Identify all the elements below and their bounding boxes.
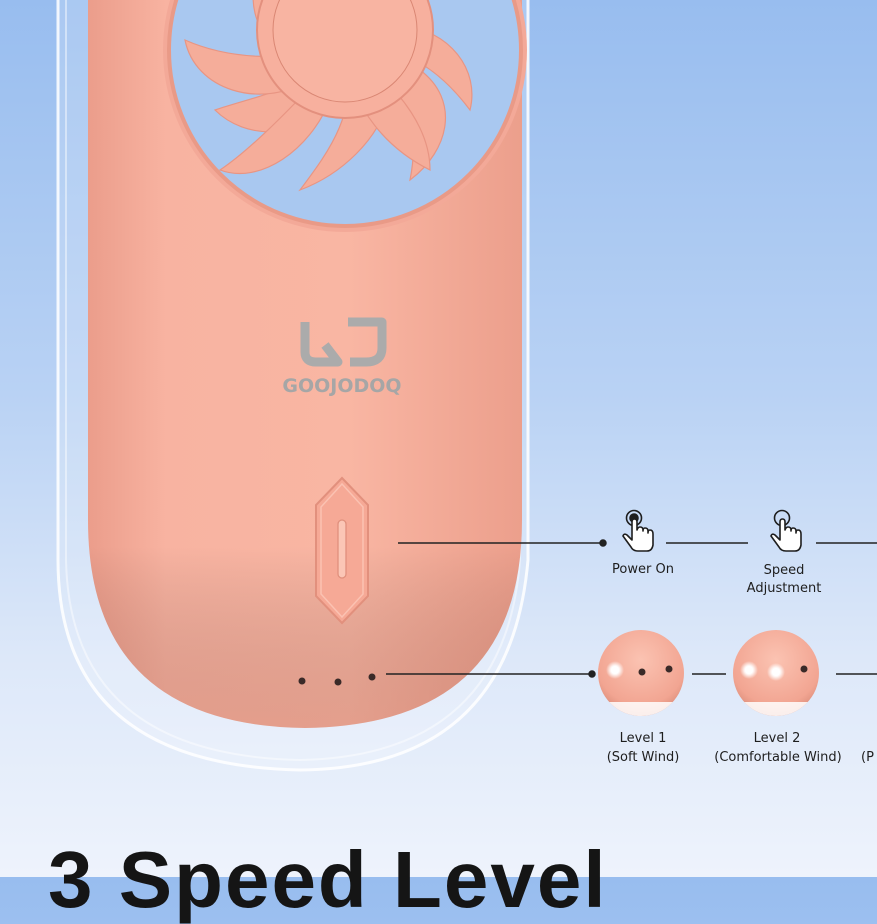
speed-adjustment-label-line2: Adjustment	[746, 581, 822, 596]
product-scene	[88, 0, 877, 728]
power-button[interactable]	[315, 476, 369, 625]
level-2-title: Level 2	[753, 731, 801, 746]
level-3-subtitle-partial: (P	[861, 750, 874, 765]
speed-adjustment-label-line1: Speed	[763, 563, 805, 578]
headline: 3 Speed Level	[48, 835, 608, 924]
fan-grille	[163, 0, 527, 232]
brand-logo-mark	[300, 317, 387, 367]
fan-illustration	[88, 0, 877, 728]
power-on-label: Power On	[612, 562, 674, 577]
speed-touch-icon	[770, 509, 802, 552]
brand-logo-text: GOOJODOQ	[282, 375, 402, 397]
indicator-lights	[298, 673, 376, 686]
power-touch-icon	[622, 509, 654, 552]
level-2-indicator	[733, 630, 819, 716]
level-1-indicator	[598, 630, 684, 716]
level-1-title: Level 1	[619, 731, 667, 746]
level-1-subtitle: (Soft Wind)	[606, 750, 680, 765]
level-2-subtitle: (Comfortable Wind)	[714, 750, 842, 765]
connector-lines	[386, 539, 877, 678]
